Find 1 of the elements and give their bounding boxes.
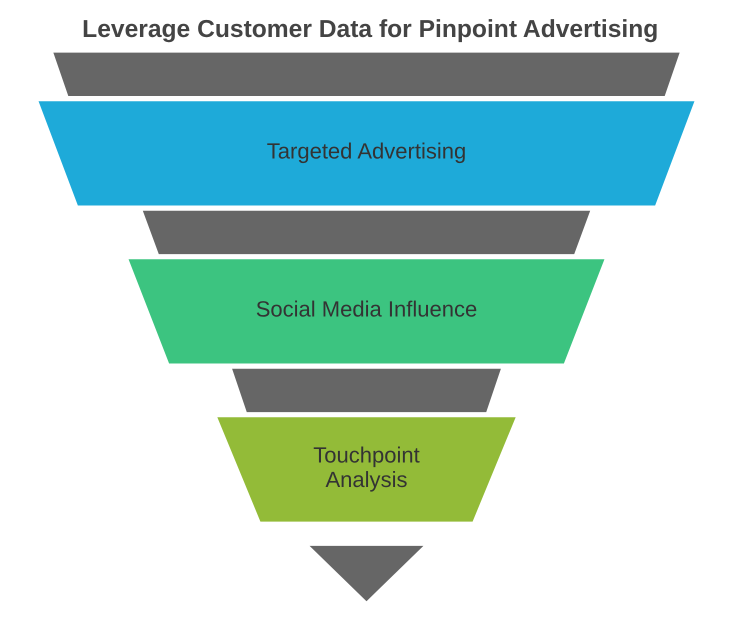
diagram-title: Leverage Customer Data for Pinpoint Advertising [82,16,658,44]
